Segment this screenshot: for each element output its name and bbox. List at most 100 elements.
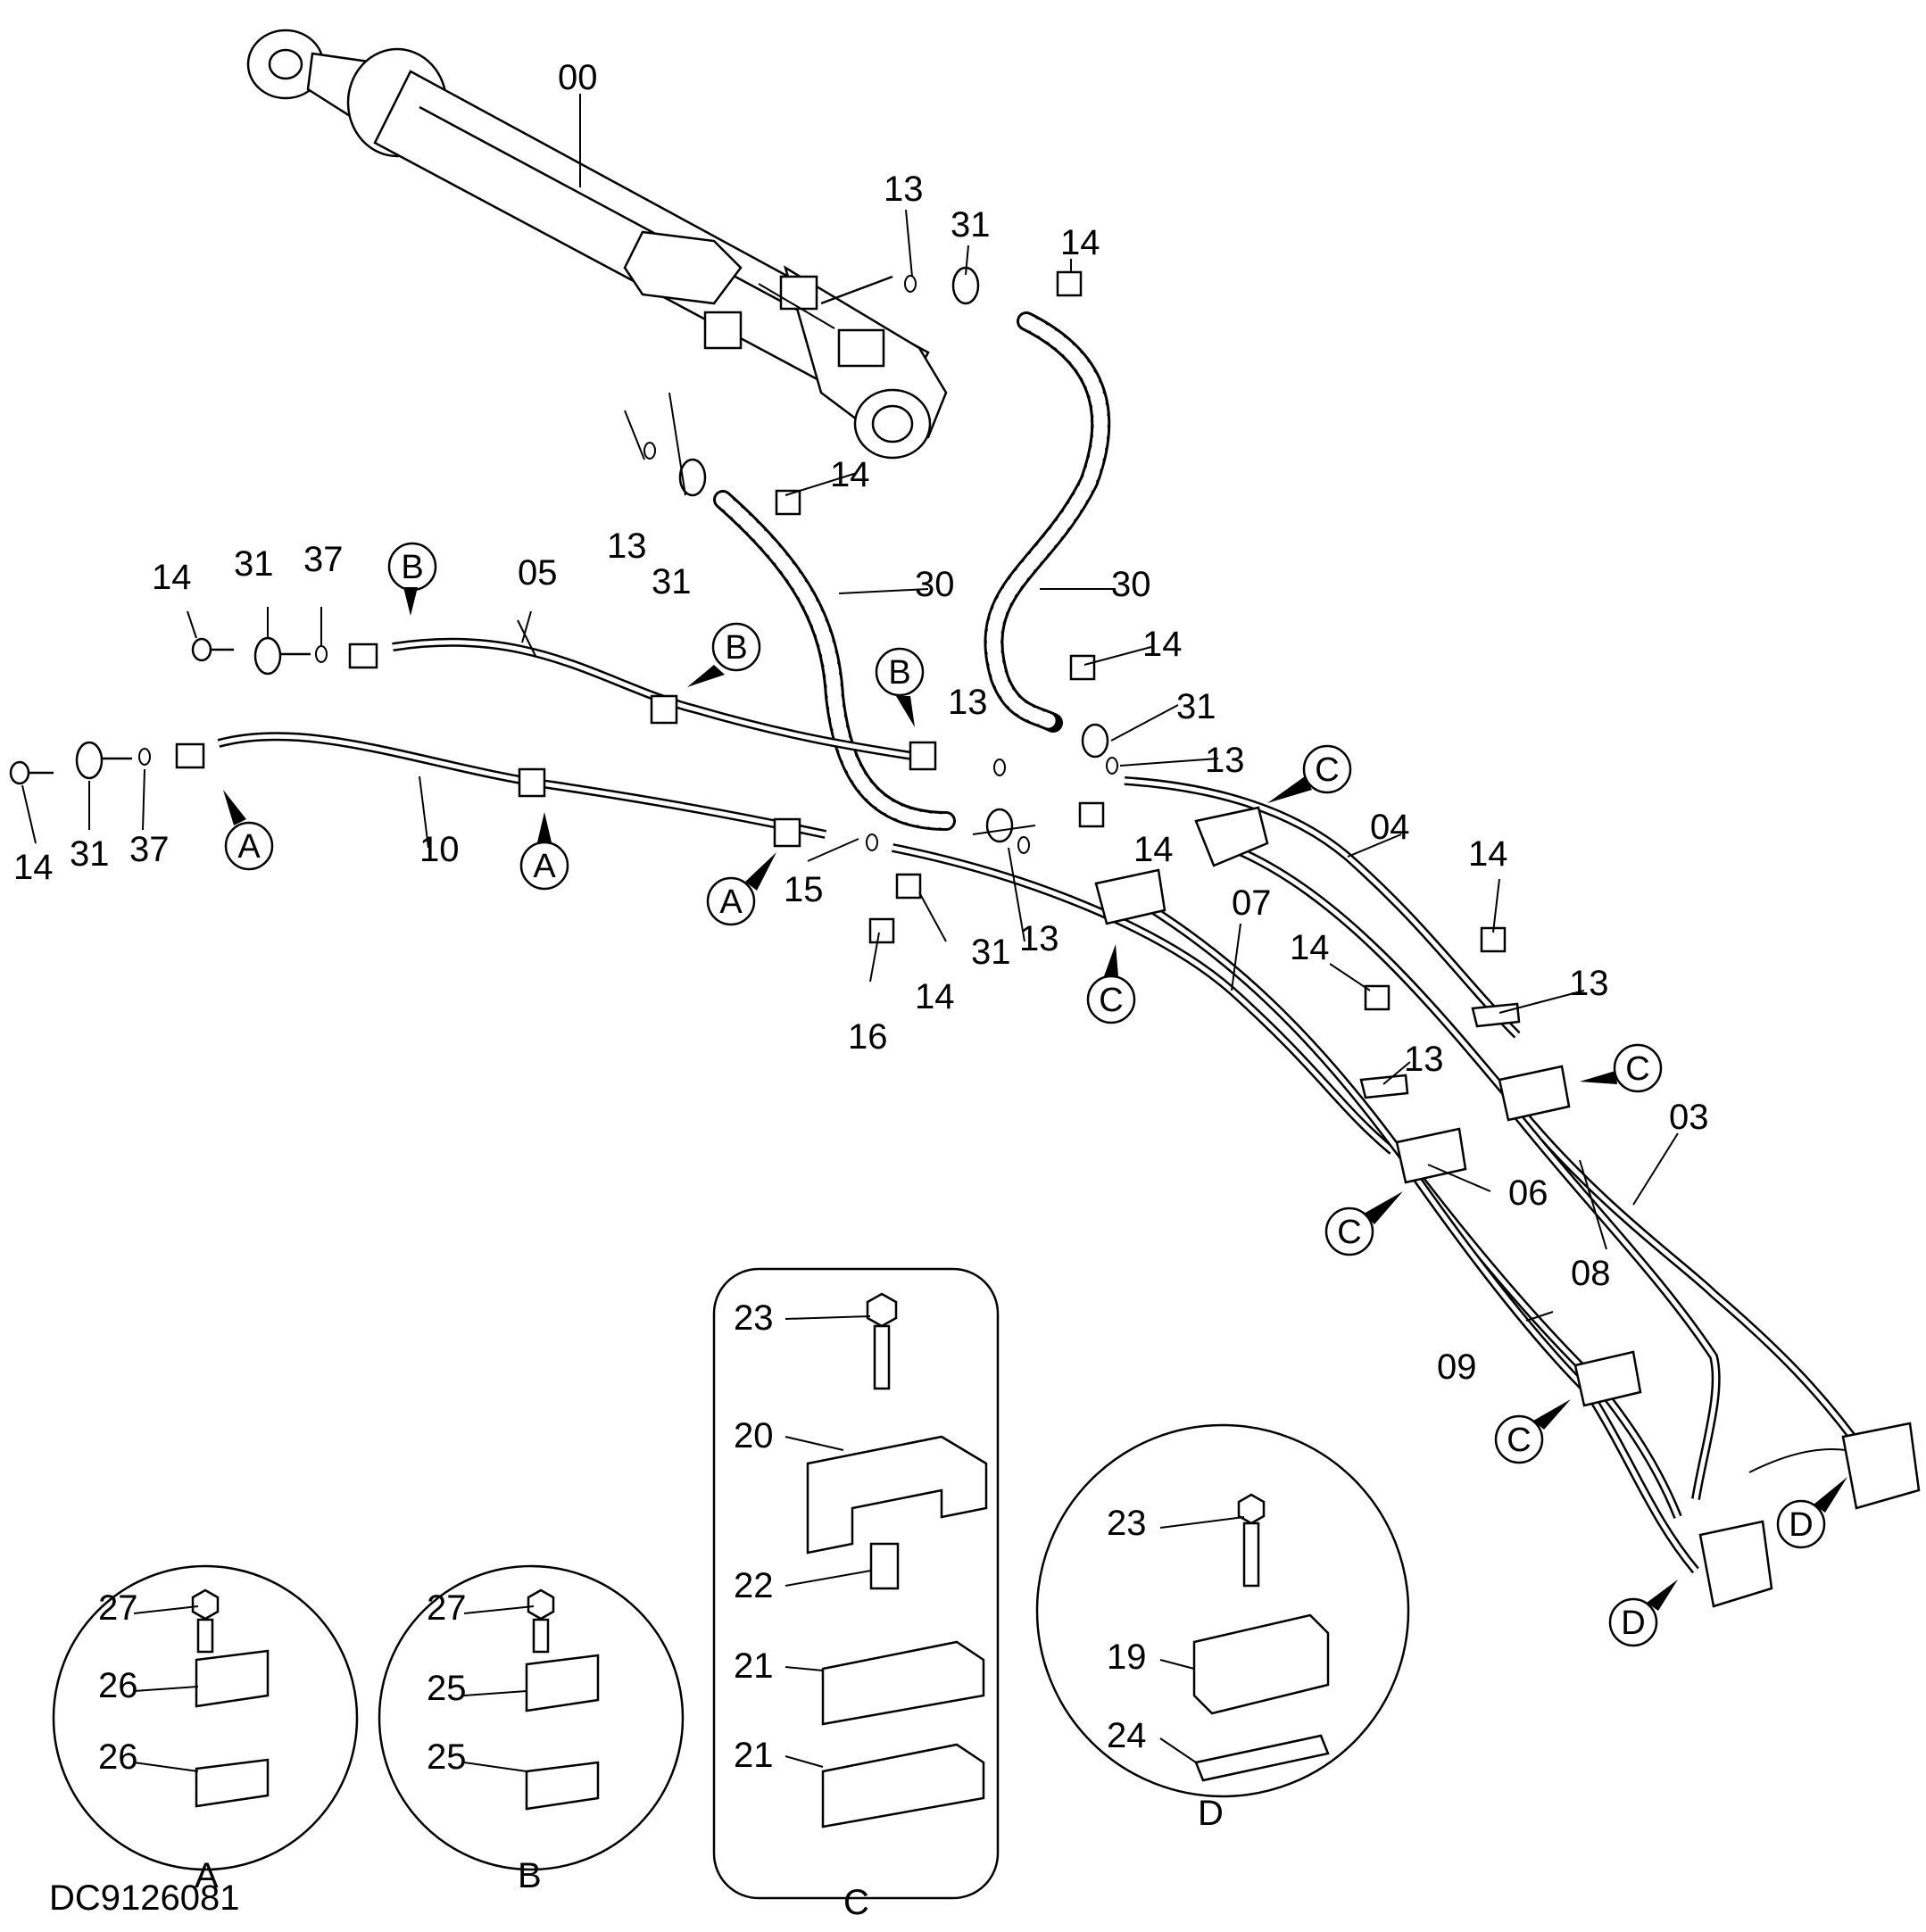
clamp-d-2 [1841, 1422, 1921, 1510]
label-13-d: 13 [1205, 741, 1245, 780]
svg-text:27: 27 [98, 1588, 138, 1628]
clamp-c-2 [1094, 868, 1166, 925]
detail-c: 23 20 22 21 21 C [712, 1267, 1000, 1922]
ref-d-2: D [1608, 1580, 1678, 1647]
svg-text:26: 26 [98, 1666, 138, 1705]
pipe-05 [392, 637, 929, 763]
label-04: 04 [1370, 808, 1410, 847]
document-id: DC9126081 [49, 1878, 240, 1918]
hose-right [984, 311, 1111, 733]
detail-d: 23 19 24 D [1035, 1423, 1410, 1833]
label-16: 16 [848, 1017, 888, 1057]
clamp-c-4 [1395, 1127, 1467, 1184]
label-31-c: 31 [234, 544, 274, 584]
detail-a: 27 26 26 A [52, 1564, 359, 1895]
svg-text:21: 21 [734, 1646, 774, 1686]
svg-text:D: D [1198, 1794, 1224, 1833]
label-07: 07 [1232, 883, 1272, 923]
clamp-c-1 [1194, 806, 1269, 867]
ref-c-3: C [1580, 1043, 1663, 1093]
svg-text:B: B [401, 549, 423, 586]
label-13-e: 13 [1019, 919, 1059, 958]
ref-d-1: D [1776, 1477, 1847, 1549]
label-14-i: 14 [1290, 928, 1330, 967]
label-15: 15 [784, 870, 824, 909]
label-31-f: 31 [971, 933, 1011, 972]
label-31-b: 31 [652, 562, 692, 601]
label-37-a: 37 [303, 540, 344, 579]
clamp-c-5 [1573, 1350, 1642, 1407]
label-08: 08 [1571, 1254, 1611, 1293]
fittings-upper-flanges [643, 266, 1521, 1099]
clamp-a-2 [773, 817, 801, 848]
label-09: 09 [1437, 1347, 1477, 1387]
svg-text:B: B [518, 1856, 542, 1895]
svg-text:B: B [725, 629, 747, 667]
ref-a-1: A [223, 790, 274, 871]
label-13-c: 13 [948, 683, 988, 722]
clamp-d-1 [1698, 1520, 1773, 1608]
svg-text:19: 19 [1107, 1638, 1147, 1677]
pipe-06 [1122, 888, 1682, 1519]
pipe-10 [217, 732, 827, 839]
svg-text:23: 23 [734, 1298, 774, 1338]
part-number-labels: 00 13 31 14 14 13 31 30 30 05 14 31 37 1… [13, 58, 1709, 1387]
label-30-a: 30 [915, 565, 955, 604]
ref-b-1: B [387, 542, 437, 616]
label-14-e: 14 [1142, 625, 1183, 664]
svg-text:A: A [237, 828, 261, 866]
ref-b-3: B [875, 647, 925, 727]
svg-text:A: A [533, 848, 556, 885]
clamp-c-3 [1498, 1065, 1571, 1122]
svg-text:C: C [1507, 1422, 1531, 1459]
svg-text:C: C [1625, 1050, 1649, 1088]
svg-text:23: 23 [1107, 1504, 1147, 1543]
label-06: 06 [1508, 1173, 1548, 1213]
leader-lines [21, 94, 1679, 1322]
svg-text:C: C [1315, 751, 1339, 789]
ref-c-4: C [1324, 1191, 1403, 1256]
svg-text:21: 21 [734, 1736, 774, 1775]
pipe-03 [1230, 843, 1870, 1457]
ref-c-2: C [1086, 944, 1136, 1024]
clamp-b-1 [650, 694, 678, 725]
label-14-a: 14 [1060, 223, 1100, 262]
pipe-08 [1514, 1112, 1721, 1500]
svg-text:26: 26 [98, 1737, 138, 1777]
label-14-h: 14 [1468, 834, 1508, 874]
label-00: 00 [558, 58, 598, 97]
svg-text:25: 25 [427, 1669, 467, 1708]
clamp-a-1 [518, 767, 546, 798]
clamp-ref-circles: B B B A A A C C C C C D D [223, 542, 1847, 1647]
label-14-c: 14 [152, 558, 192, 597]
label-14-d: 14 [13, 848, 54, 887]
label-31-e: 31 [1176, 687, 1216, 726]
label-13-g: 13 [1404, 1040, 1444, 1079]
ref-a-3: A [706, 852, 776, 926]
svg-text:C: C [1099, 982, 1123, 1019]
svg-text:A: A [195, 1856, 219, 1895]
svg-text:D: D [1789, 1506, 1813, 1544]
label-13-f: 13 [1569, 964, 1609, 1003]
fittings-left-lower [9, 741, 205, 785]
svg-text:D: D [1621, 1604, 1645, 1642]
label-31-d: 31 [70, 834, 110, 874]
svg-text:C: C [1337, 1214, 1361, 1251]
ref-a-2: A [519, 812, 569, 891]
svg-text:A: A [719, 883, 743, 921]
ref-c-1: C [1267, 744, 1352, 803]
label-14-f: 14 [1133, 830, 1174, 869]
label-30-b: 30 [1111, 565, 1151, 604]
label-37-b: 37 [129, 830, 170, 869]
label-13-a: 13 [884, 170, 924, 209]
svg-text:20: 20 [734, 1416, 774, 1455]
label-10: 10 [419, 830, 460, 869]
pipe-07 [892, 843, 1396, 1155]
detail-b: 27 25 25 B [378, 1564, 685, 1895]
label-03: 03 [1669, 1098, 1709, 1137]
ref-c-5: C [1494, 1399, 1571, 1464]
label-14-b: 14 [830, 455, 870, 494]
clamp-b-2 [909, 741, 937, 771]
